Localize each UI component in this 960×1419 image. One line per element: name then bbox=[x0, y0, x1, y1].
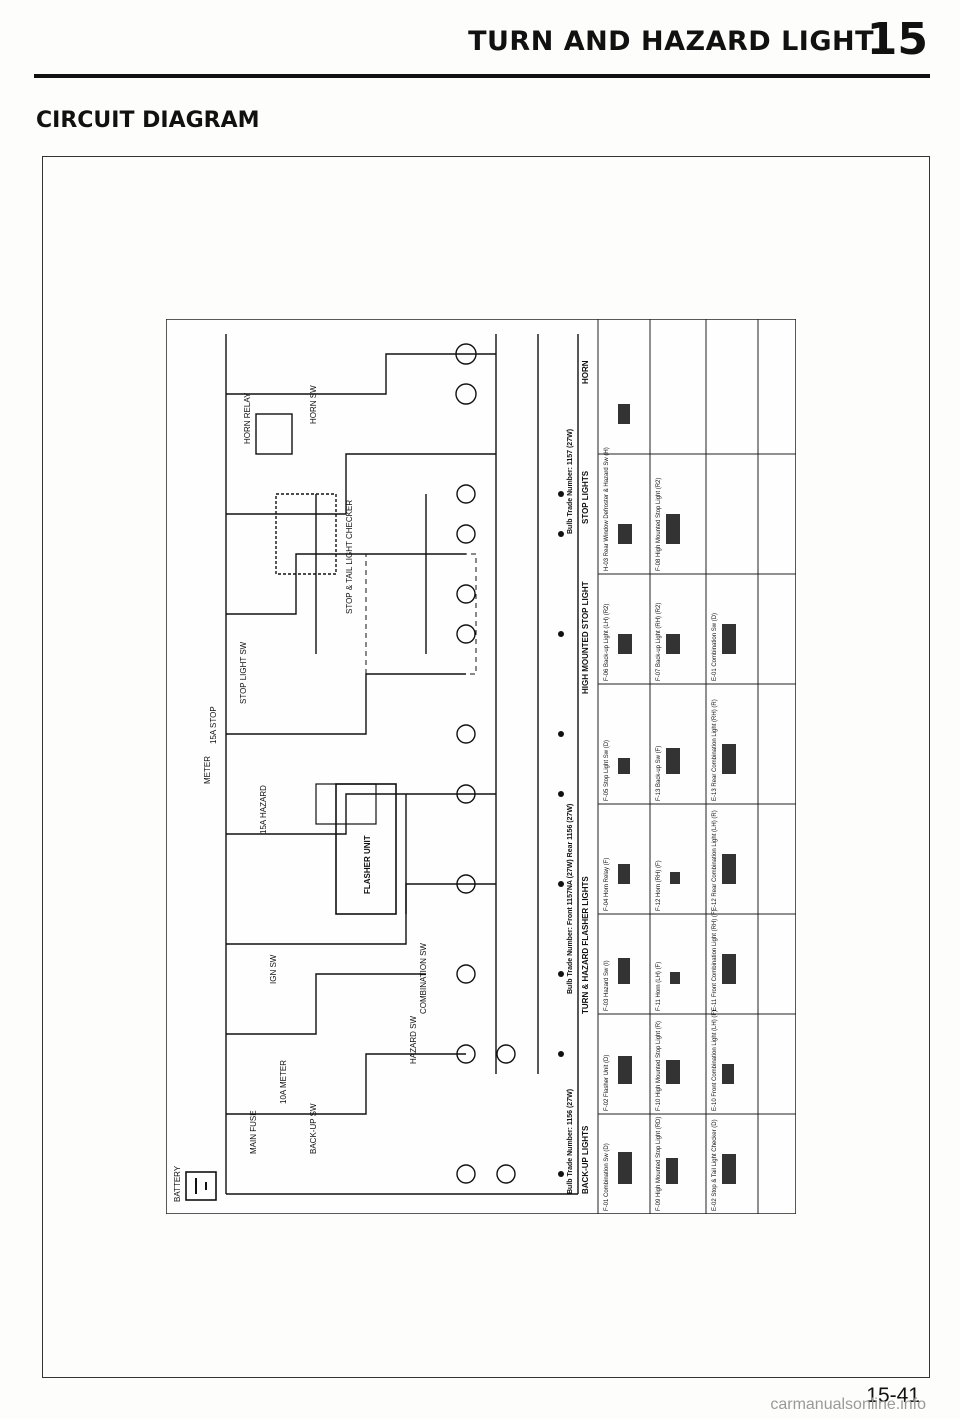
circuit-high-stop: HIGH MOUNTED STOP LIGHT bbox=[581, 581, 590, 694]
connector-label: F-08 High Mounted Stop Light (R2) bbox=[656, 478, 662, 571]
section-title: CIRCUIT DIAGRAM bbox=[36, 108, 260, 133]
hazard-fuse-label: 15A HAZARD bbox=[259, 785, 268, 834]
connector-label: F-03 Hazard Sw (I) bbox=[604, 960, 610, 1011]
header-title: TURN AND HAZARD LIGHT bbox=[468, 26, 874, 57]
circuit-backup: BACK-UP LIGHTS bbox=[581, 1125, 590, 1194]
ign-sw-label: IGN SW bbox=[269, 954, 278, 984]
battery-label: BATTERY bbox=[173, 1165, 182, 1202]
connector-label: E-02 Stop & Tail Light Checker (D) bbox=[712, 1119, 718, 1211]
connector-label: E-01 Combination Sw (D) bbox=[712, 613, 718, 681]
connector-label: E-12 Rear Combination Light (LH) (R) bbox=[712, 810, 718, 911]
page-frame bbox=[42, 156, 930, 1378]
connector-label: E-10 Front Combination Light (LH) (F) bbox=[712, 1010, 718, 1111]
main-fuse-label: MAIN FUSE bbox=[249, 1110, 258, 1154]
connector-label: F-12 Horn (RH) (F) bbox=[656, 860, 662, 911]
connector-label: E-13 Rear Combination Light (RH) (R) bbox=[712, 699, 718, 801]
connector-table bbox=[597, 319, 796, 1214]
stop-fuse-label: 15A STOP bbox=[209, 706, 218, 744]
header-rule bbox=[34, 74, 930, 78]
connector-label: H-03 Rear Window Defroster & Hazard Sw (… bbox=[604, 447, 610, 571]
bulb-turn: Bulb Trade Number: Front 1157NA (27W) Re… bbox=[567, 804, 574, 994]
circuit-stop: STOP LIGHTS bbox=[581, 470, 590, 524]
bulb-backup: Bulb Trade Number: 1156 (27W) bbox=[567, 1089, 574, 1194]
connector-label: F-11 Horn (LH) (F) bbox=[656, 962, 662, 1011]
stop-light-sw-label: STOP LIGHT SW bbox=[239, 641, 248, 704]
connector-label: F-13 Back-up Sw (F) bbox=[656, 746, 662, 801]
meter-label: METER bbox=[203, 756, 212, 784]
circuit-turn: TURN & HAZARD FLASHER LIGHTS bbox=[581, 876, 590, 1014]
connector-label: F-10 High Mounted Stop Light (R) bbox=[656, 1021, 662, 1111]
bulbs bbox=[455, 343, 516, 1184]
connector-label: F-07 Back-up Light (RH) (R2) bbox=[656, 603, 662, 681]
horn-sw-label: HORN SW bbox=[309, 385, 318, 424]
hazard-sw-label: HAZARD SW bbox=[409, 1016, 418, 1064]
connector-label: F-09 High Mounted Stop Light (RD) bbox=[656, 1117, 662, 1211]
connector-glyphs bbox=[618, 404, 736, 1184]
horn-relay-label: HORN RELAY bbox=[243, 392, 252, 444]
stop-checker-label: STOP & TAIL LIGHT CHECKER bbox=[345, 500, 354, 614]
meter-fuse-label: 10A METER bbox=[279, 1060, 288, 1104]
backup-sw-label: BACK-UP SW bbox=[309, 1103, 318, 1154]
connector-label: F-05 Stop Light Sw (D) bbox=[604, 740, 610, 801]
connector-label: E-11 Front Combination Light (RH) (F) bbox=[712, 909, 718, 1011]
flasher-label: FLASHER UNIT bbox=[363, 835, 372, 894]
circuit-horn: HORN bbox=[581, 360, 590, 384]
connector-label: F-04 Horn Relay (F) bbox=[604, 858, 610, 911]
connector-label: F-01 Combination Sw (D) bbox=[604, 1143, 610, 1211]
watermark: carmanualsonline.info bbox=[770, 1396, 926, 1413]
grounds bbox=[558, 491, 564, 1177]
circuit-diagram: BATTERY MAIN FUSE FLASHER UNIT IGN SW CO… bbox=[166, 319, 796, 1214]
combination-sw-label: COMBINATION SW bbox=[419, 943, 428, 1014]
bulb-stop: Bulb Trade Number: 1157 (27W) bbox=[567, 429, 574, 534]
connector-label: F-02 Flasher Unit (D) bbox=[604, 1055, 610, 1111]
page-number: 15-41 bbox=[866, 1384, 920, 1407]
section-number: 15 bbox=[866, 14, 928, 65]
connector-label: F-06 Back-up Light (LH) (R2) bbox=[604, 604, 610, 681]
